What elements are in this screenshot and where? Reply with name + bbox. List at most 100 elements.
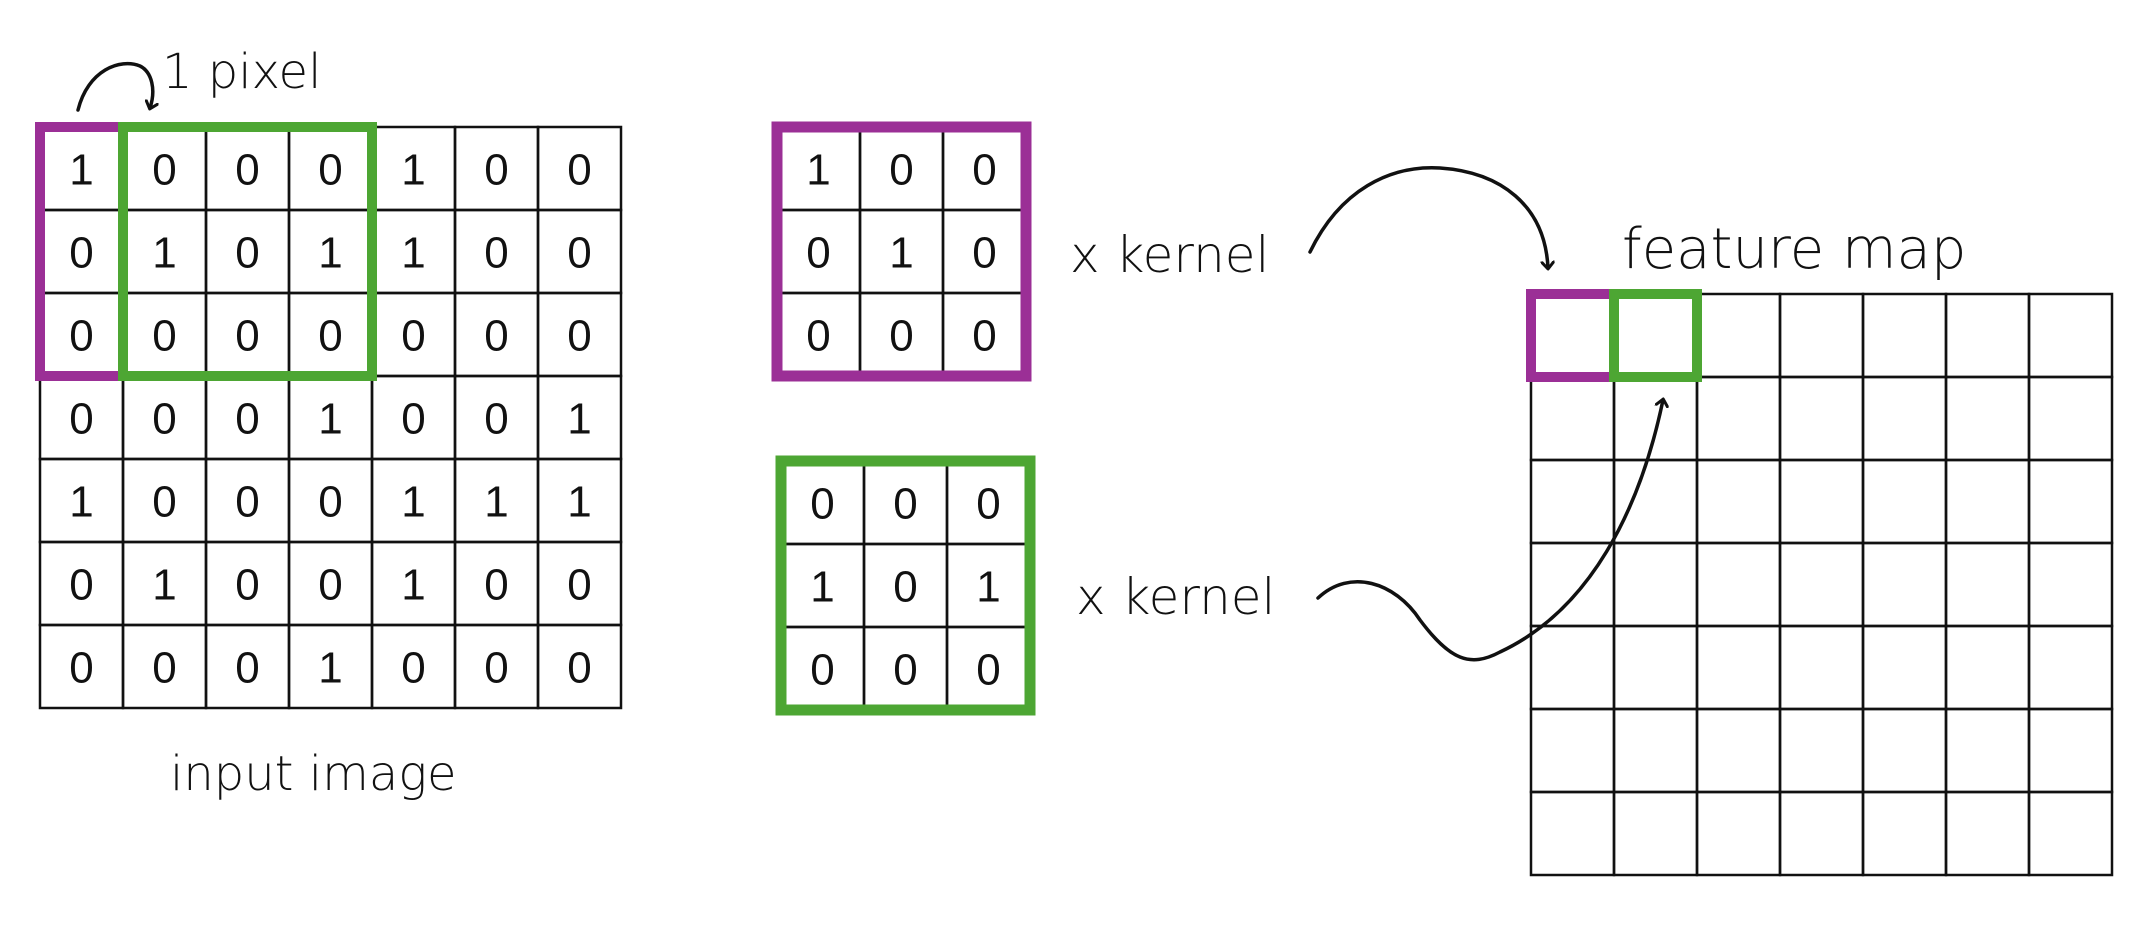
- input-image-value: 1: [318, 644, 342, 693]
- feature-map-cell: [1612, 458, 1699, 545]
- kernel-1-value: 0: [972, 146, 996, 195]
- stride-arrow: [76, 61, 153, 112]
- input-image-value: 0: [69, 395, 93, 444]
- feature-map-cell: [1529, 624, 1616, 711]
- feature-map-cell: [2027, 624, 2114, 711]
- input-image-value: 1: [152, 229, 176, 278]
- input-image-value: 0: [567, 644, 591, 693]
- feature-map-cell: [1529, 375, 1616, 462]
- input-image-value: 0: [152, 146, 176, 195]
- feature-map-cell: [2027, 790, 2114, 877]
- feature-map-cell: [1944, 458, 2031, 545]
- kernel-2-value: 0: [976, 480, 1000, 529]
- feature-map-cell: [1695, 707, 1782, 794]
- input-image-value: 0: [484, 312, 508, 361]
- feature-map-cell: [1861, 790, 1948, 877]
- input-image-value: 1: [401, 146, 425, 195]
- feature-map-cell: [1944, 707, 2031, 794]
- input-image-value: 0: [484, 561, 508, 610]
- input-image-value: 0: [484, 146, 508, 195]
- feature-map-cell: [1612, 375, 1699, 462]
- feature-map-cell: [1695, 458, 1782, 545]
- input-image-value: 0: [484, 644, 508, 693]
- feature-map-cell: [1778, 624, 1865, 711]
- feature-map-cell: [1778, 790, 1865, 877]
- feature-map-cell: [1529, 707, 1616, 794]
- input-image-value: 0: [235, 146, 259, 195]
- kernel-1-value: 0: [806, 312, 830, 361]
- feature-map-green-cell: [1609, 289, 1702, 382]
- kernel-1-label: x kernel: [1070, 226, 1269, 284]
- kernel-1-value: 0: [972, 229, 996, 278]
- feature-map-cell: [1612, 790, 1699, 877]
- input-image-value: 0: [235, 312, 259, 361]
- kernel-1-to-feature-map-arrow: [1308, 166, 1548, 268]
- feature-map-cell: [1944, 541, 2031, 628]
- feature-map-cell: [1861, 375, 1948, 462]
- feature-map-cell: [1529, 541, 1616, 628]
- feature-map-cell: [1861, 624, 1948, 711]
- input-image-value: 1: [318, 395, 342, 444]
- feature-map-cell: [1695, 292, 1782, 379]
- input-image-value: 0: [318, 561, 342, 610]
- kernel-1-value: 0: [806, 229, 830, 278]
- feature-map-cell: [1695, 375, 1782, 462]
- input-green-window: [118, 122, 377, 381]
- input-image-value: 1: [484, 478, 508, 527]
- stride-label: 1 pixel: [162, 44, 321, 100]
- input-image-value: 0: [567, 146, 591, 195]
- kernel-1-value: 0: [889, 312, 913, 361]
- feature-map-cell: [1695, 541, 1782, 628]
- feature-map-cell: [1612, 707, 1699, 794]
- input-image-value: 0: [401, 395, 425, 444]
- input-image-value: 0: [567, 312, 591, 361]
- input-image-value: 0: [69, 561, 93, 610]
- input-image-value: 0: [152, 395, 176, 444]
- feature-map-cell: [1778, 541, 1865, 628]
- feature-map-cell: [1944, 292, 2031, 379]
- feature-map-cell: [1944, 624, 2031, 711]
- feature-map-label: feature map: [1622, 217, 1966, 282]
- input-image-value: 0: [235, 229, 259, 278]
- feature-map-cell: [1695, 790, 1782, 877]
- feature-map-cell: [1778, 292, 1865, 379]
- input-image-value: 0: [318, 312, 342, 361]
- kernel-2-value: 0: [893, 563, 917, 612]
- kernel-1-value: 1: [889, 229, 913, 278]
- feature-map-purple-cell: [1526, 289, 1619, 382]
- kernel-2-value: 1: [976, 563, 1000, 612]
- input-image-value: 1: [567, 478, 591, 527]
- feature-map-cell: [1861, 707, 1948, 794]
- input-image-value: 0: [152, 478, 176, 527]
- input-image-value: 0: [567, 229, 591, 278]
- feature-map-cell: [2027, 541, 2114, 628]
- feature-map-cell: [1612, 292, 1699, 379]
- feature-map-cell: [1778, 375, 1865, 462]
- feature-map-cell: [2027, 707, 2114, 794]
- feature-map-cell: [1529, 292, 1616, 379]
- input-image-value: 1: [567, 395, 591, 444]
- input-image-value: 0: [318, 146, 342, 195]
- input-image-value: 0: [567, 561, 591, 610]
- feature-map-cell: [1612, 624, 1699, 711]
- input-image-value: 0: [69, 229, 93, 278]
- kernel-2-value: 1: [810, 563, 834, 612]
- kernel-2-value: 0: [893, 480, 917, 529]
- feature-map-cell: [2027, 292, 2114, 379]
- feature-map-cell: [1778, 707, 1865, 794]
- input-image-value: 1: [318, 229, 342, 278]
- kernel-2-border: [775, 455, 1036, 716]
- input-image-value: 1: [69, 478, 93, 527]
- feature-map-cell: [1529, 458, 1616, 545]
- input-image-value: 1: [152, 561, 176, 610]
- kernel-2-to-feature-map-arrow: [1316, 400, 1663, 662]
- feature-map-cell: [1529, 790, 1616, 877]
- input-image-value: 0: [401, 312, 425, 361]
- kernel-1-value: 0: [889, 146, 913, 195]
- input-image-value: 1: [401, 229, 425, 278]
- input-image-value: 0: [318, 478, 342, 527]
- feature-map-cell: [1695, 624, 1782, 711]
- kernel-2-label: x kernel: [1076, 568, 1275, 626]
